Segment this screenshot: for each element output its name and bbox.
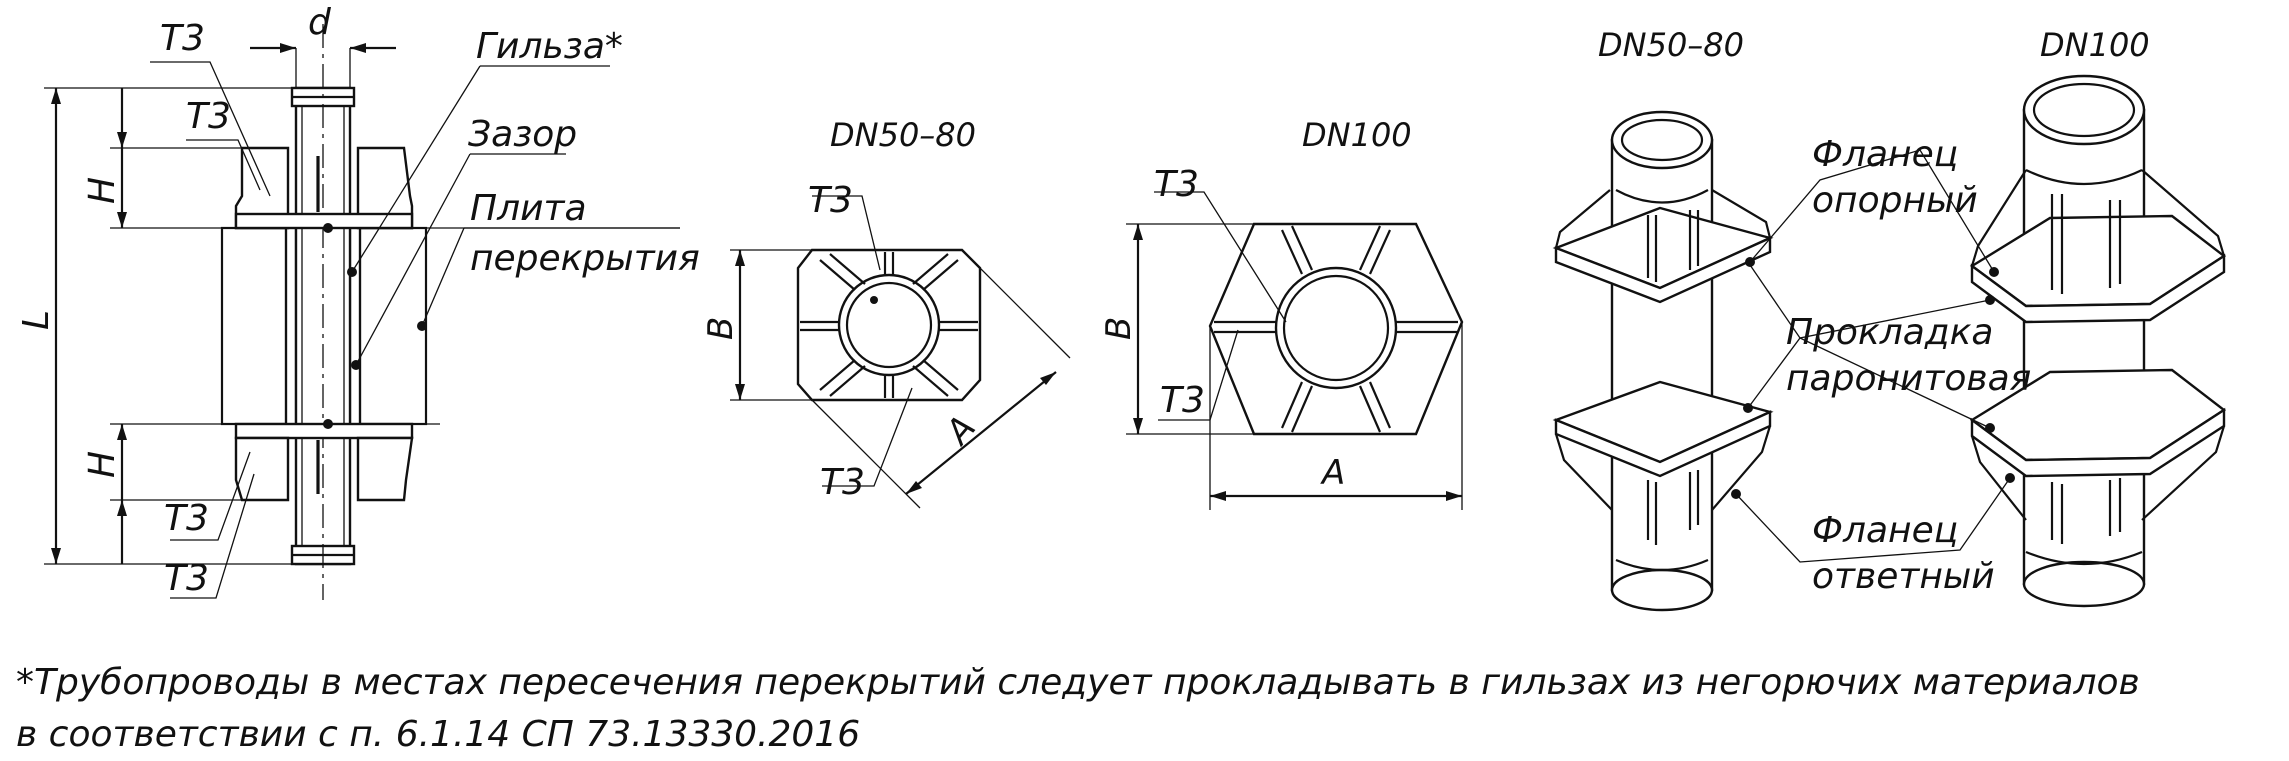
sleeve-label: Гильза*	[476, 26, 623, 67]
slab-right	[358, 226, 428, 426]
mating-flange-label-1: Фланец	[1812, 510, 1958, 551]
top-view-dn100	[1126, 191, 1464, 510]
dim-d-label: d	[308, 2, 332, 43]
t3-label-7: Т3	[1154, 164, 1199, 205]
gap-label: Зазор	[468, 114, 577, 155]
footnote-line1: *Трубопроводы в местах пересечения перек…	[16, 662, 2140, 703]
dn100-top-title: DN100	[1302, 116, 1412, 154]
t3-label-8: Т3	[1160, 380, 1205, 421]
iso-callouts	[1735, 149, 2011, 563]
t3-label-1: Т3	[160, 18, 205, 59]
t3-label-3: Т3	[164, 498, 209, 539]
slab-label-line2: перекрытия	[470, 238, 700, 279]
slab-left	[220, 226, 288, 426]
dim-H-upper-label: H	[82, 177, 123, 204]
iso-dn100	[1969, 74, 2227, 608]
footnote-line2: в соответствии с п. 6.1.14 СП 73.13330.2…	[16, 714, 860, 755]
dim-H-lower-label: H	[82, 451, 123, 478]
t3-label-2: Т3	[186, 96, 231, 137]
mating-flange-label-2: ответный	[1812, 556, 1995, 597]
t3-label-6: Т3	[820, 462, 865, 503]
t3-label-4: Т3	[164, 558, 209, 599]
dn50-80-iso-title: DN50–80	[1598, 26, 1744, 64]
section-view	[44, 24, 680, 600]
iso-dn50-80	[1552, 110, 1774, 612]
support-flange-label-2: опорный	[1812, 180, 1978, 221]
dim-B-label-1: B	[701, 317, 741, 340]
dim-L-label: L	[16, 310, 57, 330]
dim-A-label-1: A	[937, 408, 984, 453]
t3-label-5: Т3	[808, 180, 853, 221]
gasket-label-2: паронитовая	[1786, 358, 2031, 399]
top-view-dn50-80	[730, 195, 1071, 509]
dn50-80-top-title: DN50–80	[830, 116, 976, 154]
gasket-label-1: Прокладка	[1786, 312, 1993, 353]
support-flange-label-1: Фланец	[1812, 134, 1958, 175]
dim-B-label-2: B	[1099, 317, 1139, 340]
dn100-iso-title: DN100	[2040, 26, 2150, 64]
dim-A-label-2: A	[1320, 453, 1345, 493]
slab-label-line1: Плита	[470, 188, 587, 229]
